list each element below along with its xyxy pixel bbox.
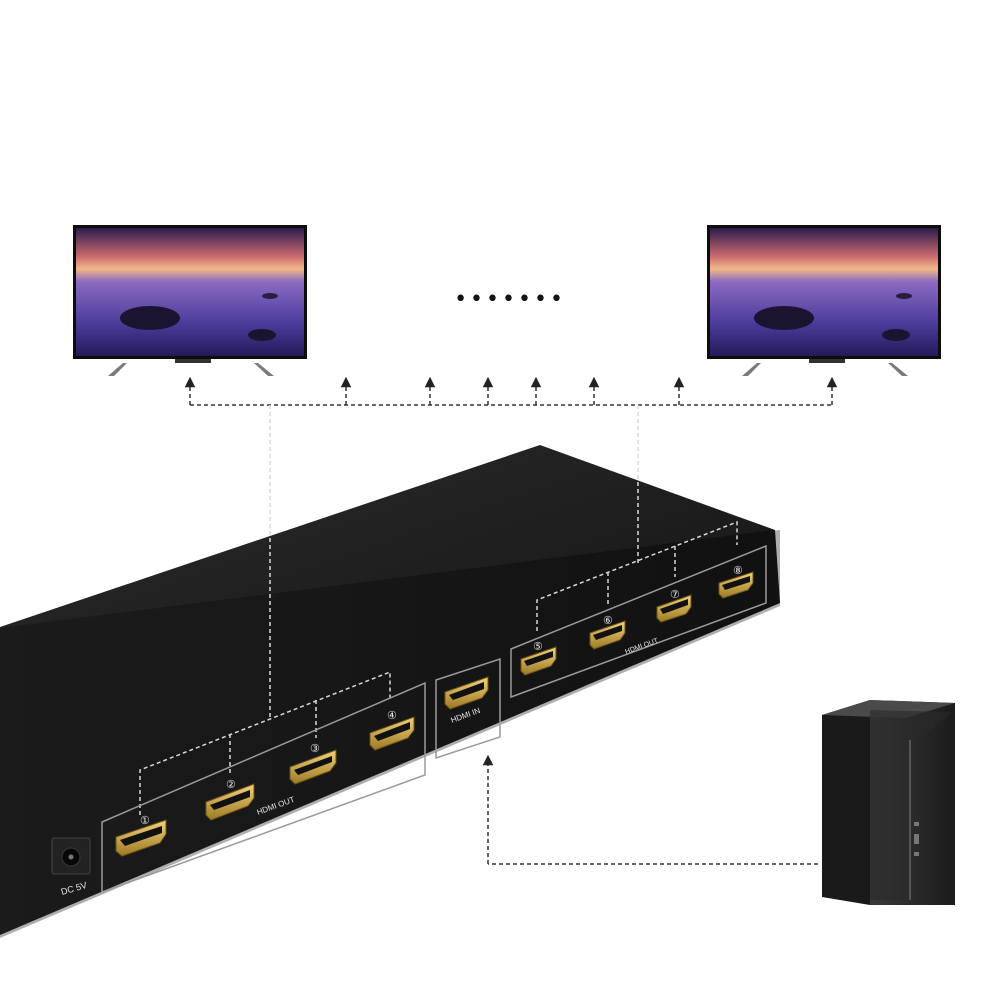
- hdmi-splitter-box: [0, 445, 780, 938]
- hdmi-out-panel-right: [510, 544, 767, 699]
- hdmi-port-1: [115, 819, 167, 857]
- hdmi-port-4: [369, 716, 415, 751]
- port-number-3: ③: [310, 743, 320, 755]
- output-connector-lines: [184, 376, 838, 406]
- continuation-dots: •••••••: [454, 287, 566, 312]
- desktop-pc-tower-icon: [822, 700, 955, 905]
- left-tv-icon: [73, 225, 307, 376]
- port-number-8: ⑧: [733, 565, 743, 577]
- port-number-2: ②: [226, 779, 236, 791]
- port-number-1: ①: [140, 815, 150, 827]
- dc-power-jack-icon: [51, 837, 91, 875]
- right-tv-icon: [707, 225, 941, 376]
- input-connector-line: [482, 754, 818, 865]
- hdmi-port-6: [589, 620, 626, 650]
- hdmi-port-3: [289, 749, 337, 785]
- hdmi-in-panel: [435, 657, 501, 760]
- hdmi-port-8: [718, 571, 754, 599]
- pc-port-icon: [914, 822, 919, 826]
- port-number-7: ⑦: [670, 589, 680, 601]
- hdmi-port-2: [205, 783, 255, 821]
- internal-connector-lines: [139, 405, 738, 815]
- port-number-4: ④: [387, 710, 397, 722]
- hdmi-port-5: [520, 646, 557, 676]
- hdmi-out-panel-left: [101, 681, 426, 894]
- port-number-5: ⑤: [533, 641, 543, 653]
- port-number-6: ⑥: [603, 615, 613, 627]
- hdmi-in-port: [444, 676, 489, 710]
- hdmi-port-7: [656, 594, 692, 623]
